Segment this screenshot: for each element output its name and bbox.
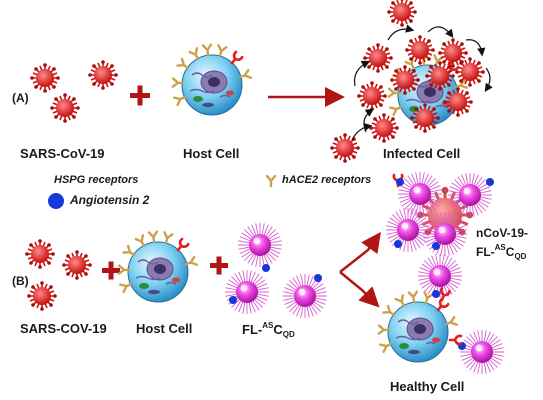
quantum-dot-group — [224, 222, 328, 319]
virus-particle — [61, 249, 93, 281]
virus-particle — [386, 0, 418, 28]
arrow-to-healthy — [339, 271, 380, 308]
virus-particle — [437, 37, 469, 69]
quantum-dot-probe — [224, 269, 270, 315]
ncov-prefix: FL- — [476, 245, 495, 259]
legend-hspg-label: HSPG receptors — [54, 174, 139, 186]
virus-particle — [24, 238, 56, 270]
virus-particle — [87, 59, 119, 91]
healthy-cell-label: Healthy Cell — [390, 379, 465, 394]
virus-particle — [454, 56, 486, 88]
ncov-main: C — [505, 245, 515, 259]
panel-a-infected-label: Infected Cell — [383, 146, 461, 161]
panel-a-marker: (A) — [12, 91, 29, 105]
virus-particle — [356, 80, 388, 112]
virus-particle — [49, 92, 81, 124]
virus-particle — [362, 42, 394, 74]
quantum-dot-probe — [459, 329, 505, 375]
angiotensin-dot-icon — [48, 193, 64, 209]
quantum-dot-probe — [385, 207, 431, 253]
host-cell-b — [119, 232, 197, 302]
ncov-sub: QD — [514, 252, 527, 261]
panel-a-viruses — [29, 59, 119, 124]
panel-a-virus-label: SARS-CoV-19 — [20, 146, 105, 161]
quantum-dot-probe — [237, 222, 283, 268]
plus-sign — [102, 261, 120, 280]
legend-angiotensin-label: Angiotensin 2 — [70, 193, 150, 207]
infected-cell-group — [329, 0, 493, 164]
qd-main: C — [273, 322, 283, 337]
qd-label: FL-ASCQD — [242, 321, 295, 339]
healthy-cell-group — [379, 253, 505, 375]
panel-b-viruses — [24, 238, 93, 312]
virus-particle — [29, 62, 61, 94]
panel-b-marker: (B) — [12, 274, 29, 288]
host-cell — [173, 45, 251, 115]
virus-particle — [404, 34, 436, 66]
virus-particle — [329, 132, 361, 164]
plus-sign — [130, 85, 150, 106]
virus-particle — [26, 280, 58, 312]
ncov-sup: AS — [494, 243, 506, 252]
plus-sign — [210, 256, 228, 275]
virus-particle — [368, 112, 400, 144]
qd-sup: AS — [262, 321, 274, 330]
panel-b-virus-label: SARS-COV-19 — [20, 321, 107, 336]
legend-hace2-label: hACE2 receptors — [282, 174, 372, 186]
panel-a-host-label: Host Cell — [183, 146, 240, 161]
qd-prefix: FL- — [242, 322, 263, 337]
ncov-label-line2: FL-ASCQD — [476, 243, 526, 261]
panel-b-host-label: Host Cell — [136, 321, 193, 336]
arrow-to-ncov — [339, 231, 381, 273]
quantum-dot-probe — [397, 171, 443, 217]
hspg-receptor-icon — [265, 174, 277, 188]
healthy-cell — [379, 292, 457, 362]
ncov-label-line1: nCoV-19- — [476, 226, 529, 240]
qd-sub: QD — [282, 330, 295, 339]
quantum-dot-probe — [447, 172, 493, 218]
ncov-complex — [385, 171, 494, 257]
